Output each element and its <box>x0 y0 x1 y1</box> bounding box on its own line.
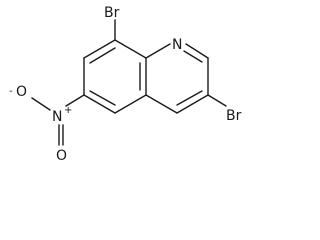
double-bond-c3-c4 <box>176 90 203 106</box>
bond-c3-br <box>207 94 227 107</box>
benzene-ring-bonds <box>83 39 147 114</box>
double-bond-n1-c2 <box>183 50 203 63</box>
bond-c6-nitro <box>65 94 85 107</box>
nitro-nitrogen-charge: + <box>64 105 72 116</box>
atom-nitro-oxygen-bottom: O <box>56 148 67 164</box>
bond-c4a-c5 <box>114 94 147 114</box>
bond-nitro-o-left <box>31 97 51 111</box>
bond-c7-c8 <box>83 39 116 59</box>
bond-c3-c4 <box>176 94 209 114</box>
bond-c5-c6 <box>83 94 116 114</box>
double-bond-c7-c8 <box>89 47 116 64</box>
bond-n1-c2 <box>185 43 209 59</box>
bond-c4-c4a <box>145 94 178 114</box>
pyridine-ring-bonds <box>145 43 209 114</box>
bond-c8-c8a <box>114 39 147 59</box>
atom-ring-nitrogen: N <box>172 37 182 53</box>
bond-c8a-n1 <box>145 43 171 59</box>
atom-br-right: Br <box>226 108 242 124</box>
double-bond-c5-c6 <box>89 90 116 106</box>
atom-br-top: Br <box>104 5 120 21</box>
molecule-canvas: Br N Br N + O - O <box>9 5 242 164</box>
molecule-structure: Br N Br N + O - O <box>9 5 242 164</box>
atom-nitro-oxygen-left: O <box>16 84 27 100</box>
nitro-oxygen-charge: - <box>9 86 13 97</box>
atom-nitro-nitrogen: N <box>52 109 62 125</box>
